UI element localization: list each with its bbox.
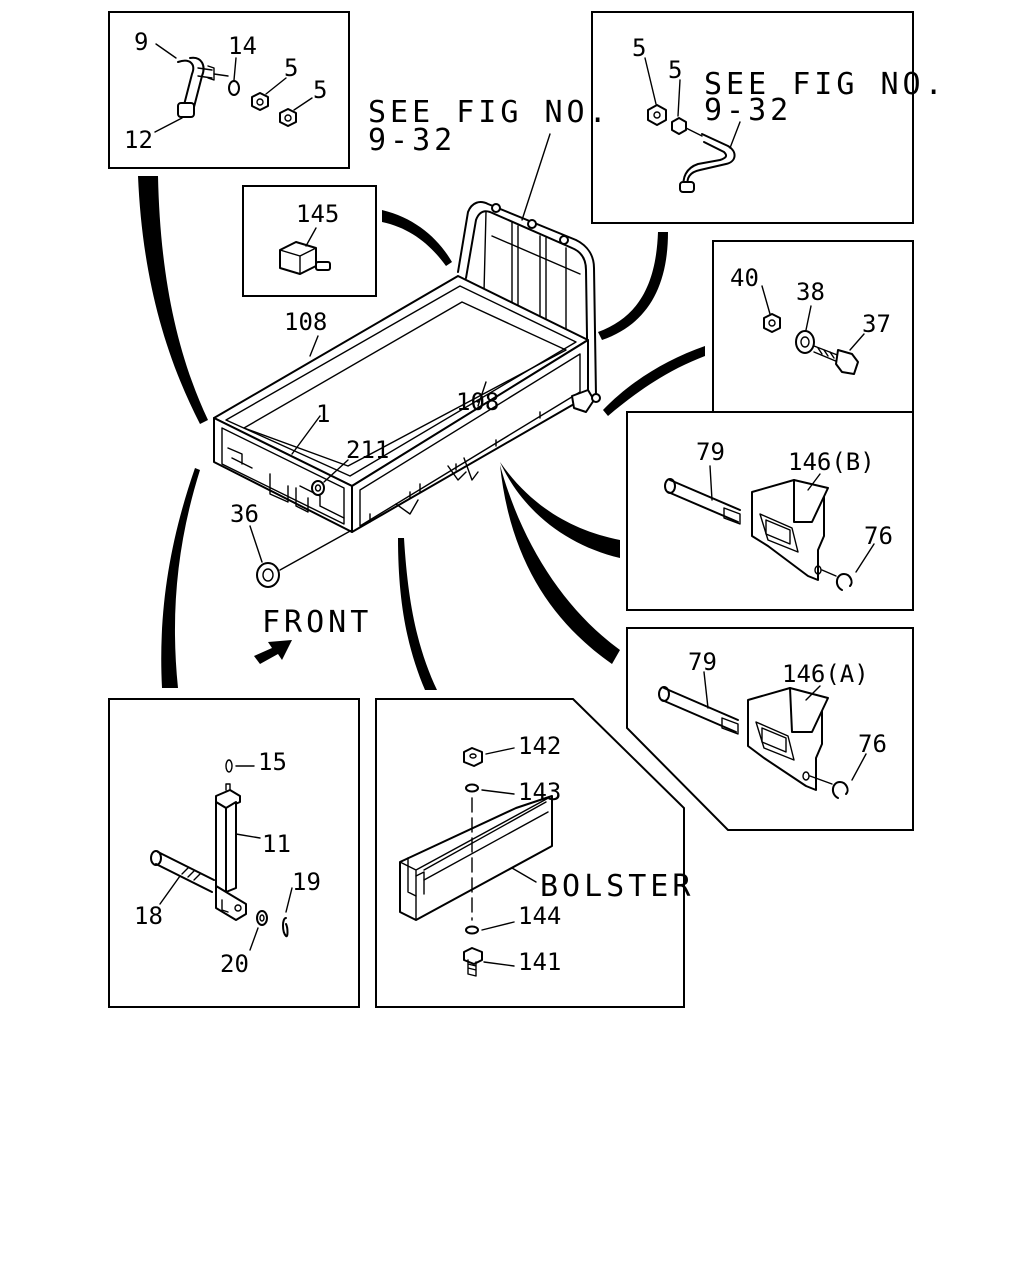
sweep-145 xyxy=(382,210,452,266)
truck-bed-main: 108 108 1 211 36 SEE FIG NO. 9-32 xyxy=(213,95,611,588)
label-a-76: 76 xyxy=(858,730,887,758)
sweep-146a xyxy=(500,465,620,664)
label-bm-142: 142 xyxy=(518,732,561,760)
label-bm-141: 141 xyxy=(518,948,561,976)
sweep-top-right xyxy=(598,232,668,340)
label-bl-20: 20 xyxy=(220,950,249,978)
label-a-79: 79 xyxy=(688,648,717,676)
note-see-fig-tr-1: SEE FIG NO. xyxy=(704,67,947,102)
label-b-79: 79 xyxy=(696,438,725,466)
detail-box-40-38-37: 40 38 37 xyxy=(712,240,914,424)
detail-box-146a: 79 146(A) 76 xyxy=(626,627,914,831)
label-bl-11: 11 xyxy=(262,830,291,858)
label-tl-12: 12 xyxy=(124,126,153,154)
label-tr-5b: 5 xyxy=(668,56,682,84)
label-146b: 146(B) xyxy=(788,448,875,476)
label-bm-143: 143 xyxy=(518,778,561,806)
label-tl-14: 14 xyxy=(228,32,257,60)
label-b-76: 76 xyxy=(864,522,893,550)
label-37: 37 xyxy=(862,310,891,338)
label-146a: 146(A) xyxy=(782,660,869,688)
note-see-fig-main-1: SEE FIG NO. xyxy=(368,95,611,130)
label-tl-9: 9 xyxy=(134,28,148,56)
label-tl-5a: 5 xyxy=(284,54,298,82)
label-36: 36 xyxy=(230,500,259,528)
label-bl-18: 18 xyxy=(134,902,163,930)
note-bolster: BOLSTER xyxy=(540,869,694,904)
front-indicator: FRONT xyxy=(254,605,372,664)
sweep-right-40 xyxy=(603,346,705,416)
sweep-bottom-mid xyxy=(398,538,437,690)
label-1: 1 xyxy=(316,400,330,428)
detail-box-146b: 79 146(B) 76 xyxy=(626,411,914,611)
sweep-bottom-left xyxy=(161,468,200,688)
label-108a: 108 xyxy=(284,308,327,336)
front-arrow-icon xyxy=(254,640,292,664)
sweep-top-left xyxy=(138,176,208,424)
label-bl-15: 15 xyxy=(258,748,287,776)
detail-box-top-right: 5 5 SEE FIG NO. 9-32 xyxy=(591,11,947,224)
detail-box-top-left: 9 14 5 5 12 xyxy=(108,11,350,169)
label-bm-144: 144 xyxy=(518,902,561,930)
detail-box-bolster: 142 143 BOLSTER 144 141 xyxy=(375,698,694,1008)
note-see-fig-main-2: 9-32 xyxy=(368,123,456,158)
label-tr-5a: 5 xyxy=(632,34,646,62)
note-see-fig-tr-2: 9-32 xyxy=(704,93,792,128)
callout-sweeps xyxy=(138,176,705,690)
label-145: 145 xyxy=(296,200,339,228)
label-38: 38 xyxy=(796,278,825,306)
label-40: 40 xyxy=(730,264,759,292)
note-front: FRONT xyxy=(262,605,372,640)
label-108b: 108 xyxy=(456,388,499,416)
label-tl-5b: 5 xyxy=(313,76,327,104)
detail-box-bottom-left: 15 11 19 18 20 xyxy=(108,698,360,1008)
label-211: 211 xyxy=(346,436,389,464)
label-bl-19: 19 xyxy=(292,868,321,896)
detail-box-145: 145 xyxy=(242,185,377,297)
sweep-146b xyxy=(500,462,620,558)
